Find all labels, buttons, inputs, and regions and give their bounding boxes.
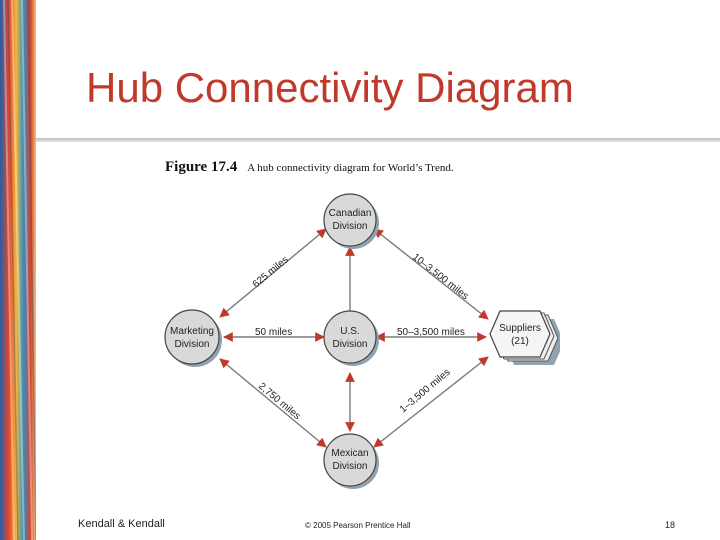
node-us-line2: Division: [332, 339, 367, 350]
node-mexican-line1: Mexican: [331, 448, 368, 459]
decorative-stripe: [0, 0, 36, 540]
node-us-line1: U.S.: [340, 326, 359, 337]
edge-canadian-marketing: [219, 228, 327, 318]
label-canadian-marketing: 625 miles: [251, 254, 291, 290]
edge-mexican-suppliers: [373, 356, 489, 448]
page-number: 18: [665, 520, 676, 530]
node-suppliers-line1: Suppliers: [499, 323, 541, 334]
footer-author: Kendall & Kendall: [78, 518, 165, 530]
label-canadian-suppliers: 10–3,500 miles: [410, 252, 470, 302]
hub-connectivity-diagram: 50 miles 50–3,500 miles 625 miles 10–3,5…: [164, 193, 560, 489]
label-mexican-marketing: 2,750 miles: [256, 381, 302, 422]
label-us-marketing: 50 miles: [255, 327, 292, 338]
node-suppliers-line2: (21): [511, 336, 529, 347]
edge-canadian-suppliers: [373, 228, 489, 320]
slide-title: Hub Connectivity Diagram: [86, 64, 574, 111]
title-divider: [36, 138, 720, 142]
node-marketing-division: Marketing Division: [164, 309, 222, 367]
node-mexican-line2: Division: [332, 461, 367, 472]
figure-description: A hub connectivity diagram for World’s T…: [247, 162, 454, 174]
node-mexican-division: Mexican Division: [323, 433, 379, 489]
edge-mexican-marketing: [219, 358, 327, 448]
node-marketing-line1: Marketing: [170, 326, 214, 337]
node-canadian-line1: Canadian: [329, 208, 372, 219]
figure-number: Figure 17.4: [165, 159, 238, 175]
footer-copyright: © 2005 Pearson Prentice Hall: [305, 521, 411, 530]
node-marketing-line2: Division: [174, 339, 209, 350]
node-us-division: U.S. Division: [323, 310, 379, 366]
label-us-suppliers: 50–3,500 miles: [397, 327, 465, 338]
node-canadian-line2: Division: [332, 221, 367, 232]
node-suppliers: Suppliers (21): [489, 310, 560, 365]
figure-caption: Figure 17.4 A hub connectivity diagram f…: [165, 158, 454, 176]
node-canadian-division: Canadian Division: [323, 193, 379, 249]
